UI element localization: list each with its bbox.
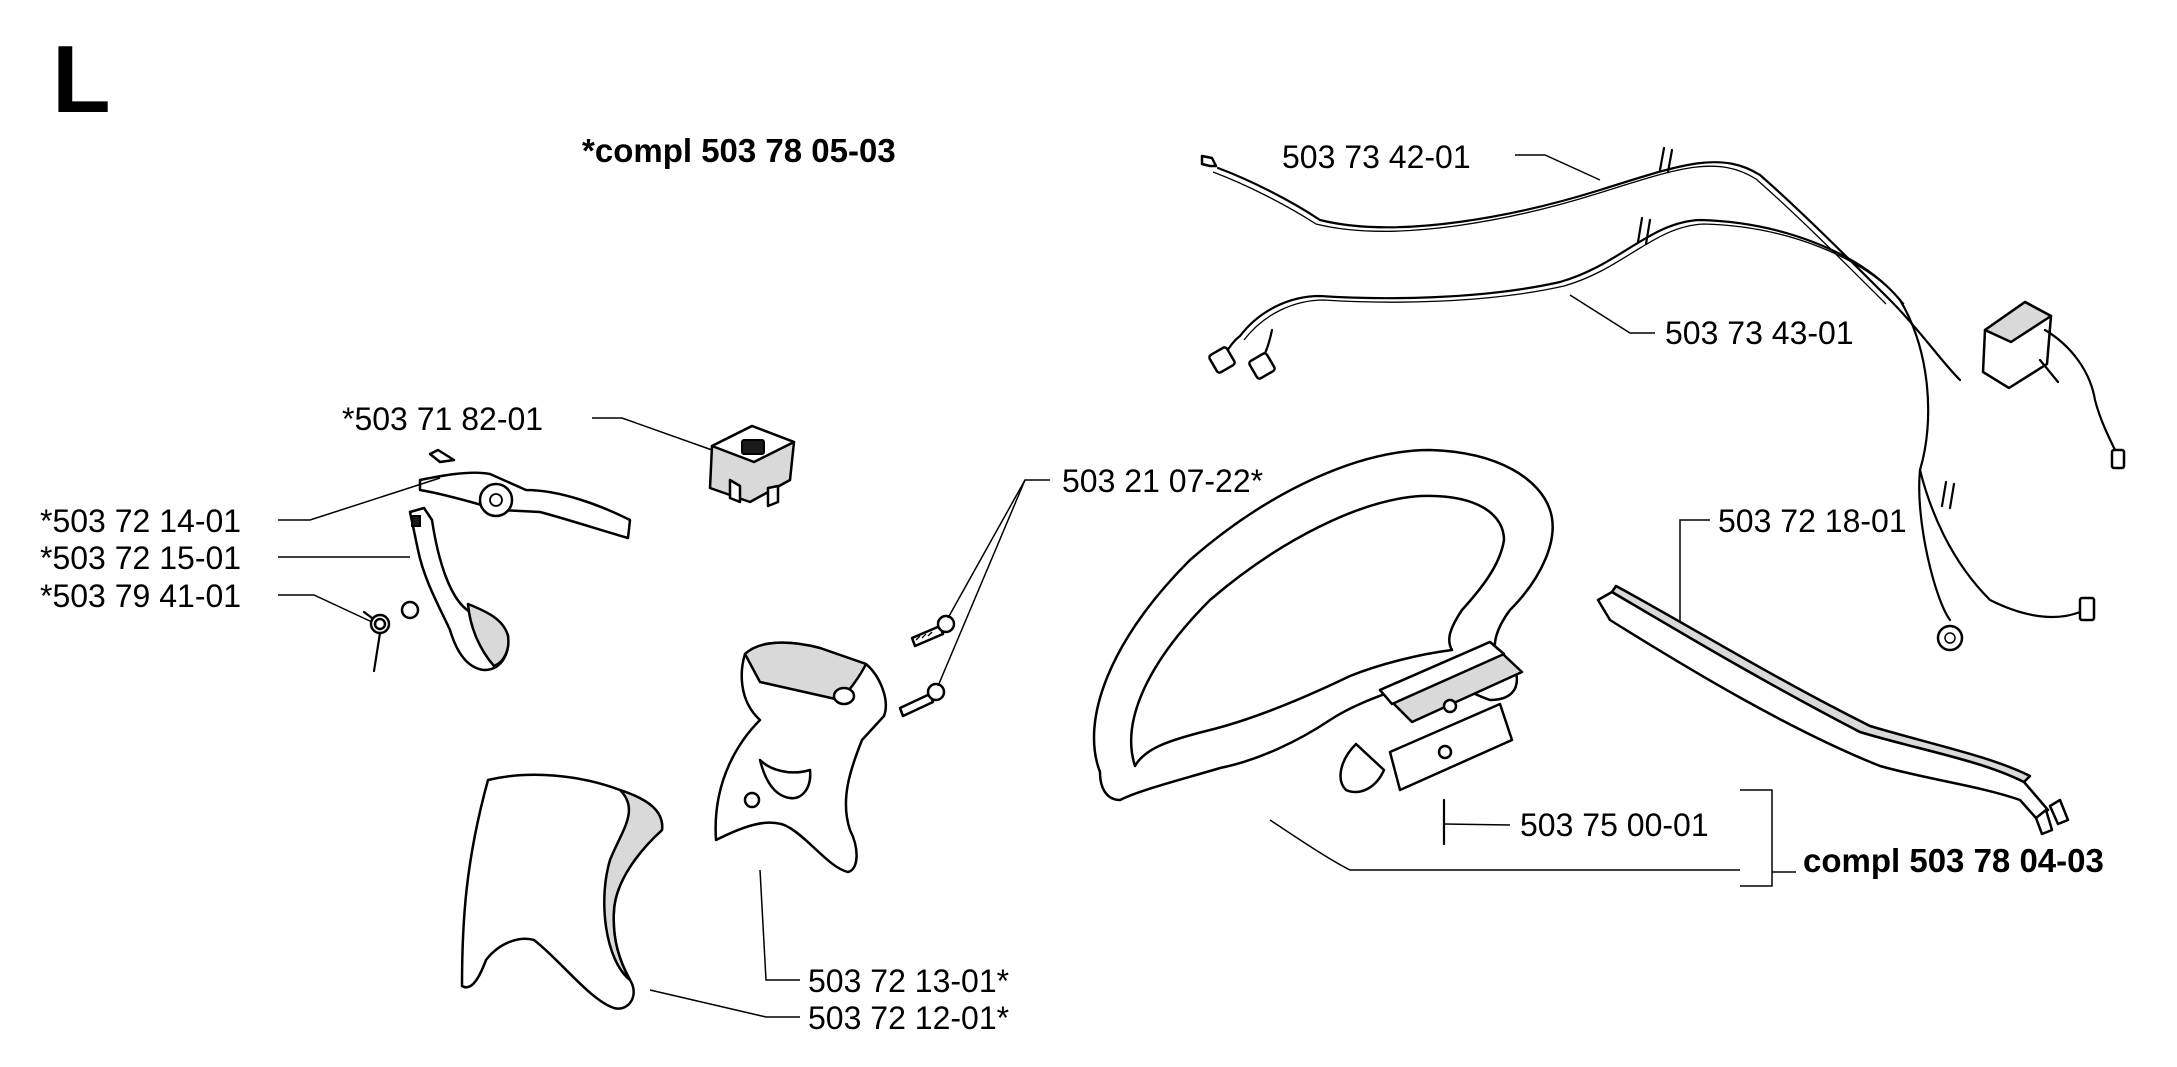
- label-housing: 503 72 13-01*: [808, 963, 1009, 999]
- label-switch: *503 71 82-01: [342, 401, 543, 437]
- spring-part: [362, 600, 420, 673]
- kit-label-left: *compl 503 78 05-03: [582, 132, 896, 169]
- handle-part: [1092, 448, 1554, 846]
- cover-part: [460, 773, 664, 1010]
- label-cable-503-73-42-01: 503 73 42-01: [1282, 139, 1471, 175]
- label-lever: *503 72 14-01: [40, 503, 241, 539]
- leader-lines: [278, 154, 1796, 1018]
- label-cable-503-73-43-01: 503 73 43-01: [1665, 315, 1854, 351]
- label-clamp: 503 75 00-01: [1520, 807, 1709, 843]
- label-screw: 503 21 07-22*: [1062, 463, 1263, 499]
- section-letter: L: [52, 26, 111, 133]
- kit-label-right: compl 503 78 04-03: [1803, 842, 2104, 879]
- label-trigger: *503 72 15-01: [40, 540, 241, 576]
- lever-part: [418, 448, 632, 540]
- label-rail: 503 72 18-01: [1718, 503, 1907, 539]
- label-spring: *503 79 41-01: [40, 578, 241, 614]
- housing-part: [714, 641, 887, 874]
- screw-part: [898, 614, 956, 718]
- rail-part: [1596, 584, 2070, 836]
- label-cover: 503 72 12-01*: [808, 1000, 1009, 1036]
- cable-503-73-43-01: [1208, 216, 2126, 652]
- trigger-part: [408, 506, 510, 672]
- cable-503-73-42-01: [1200, 146, 1962, 382]
- switch-part: [708, 424, 796, 508]
